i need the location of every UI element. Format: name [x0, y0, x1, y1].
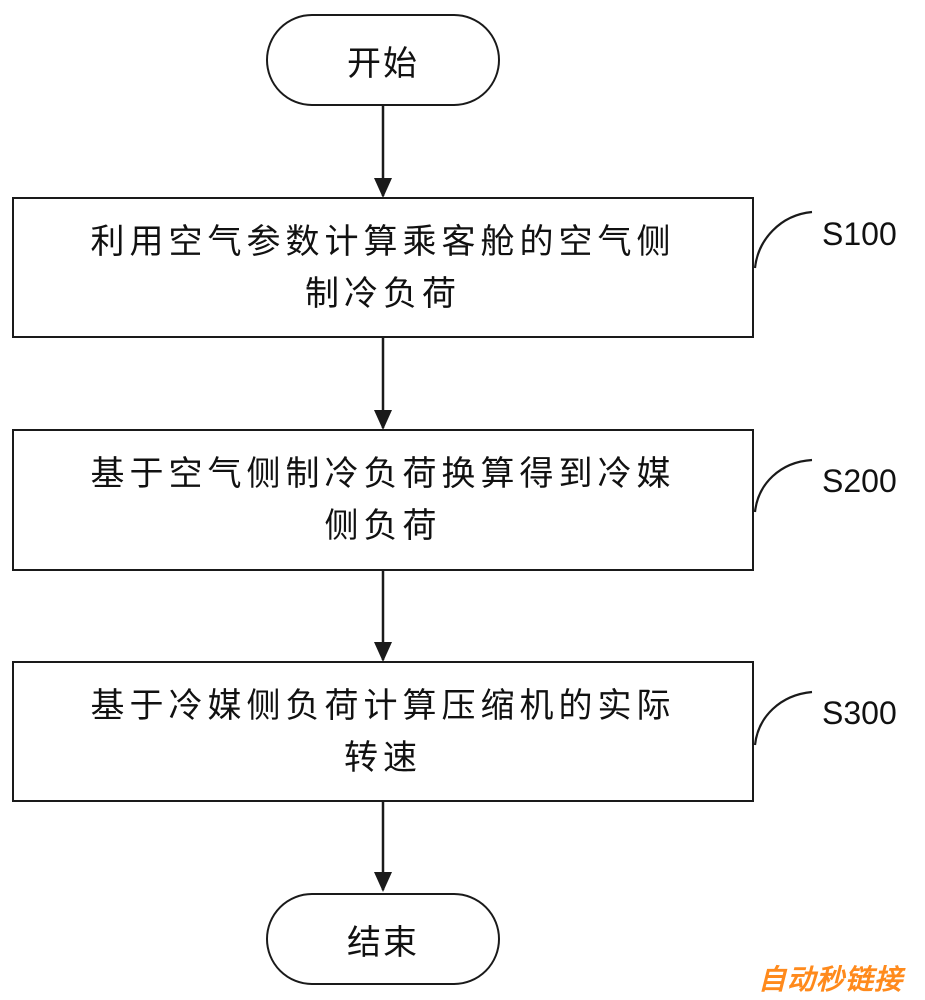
step-box-s200: 基于空气侧制冷负荷换算得到冷媒 侧负荷 [12, 429, 754, 571]
step-s100-text-line2: 制冷负荷 [305, 273, 461, 314]
step-label-s300: S300 [822, 695, 897, 731]
leader-curve-s300 [753, 690, 813, 746]
step-s100-text-line1: 利用空气参数计算乘客舱的空气侧 [90, 221, 676, 262]
end-terminal: 结束 [266, 893, 500, 985]
start-terminal: 开始 [266, 14, 500, 106]
step-label-s100: S100 [822, 216, 897, 252]
step-s200-text-line1: 基于空气侧制冷负荷换算得到冷媒 [90, 454, 676, 494]
arrow-s100-to-s200 [374, 337, 392, 430]
end-label: 结束 [347, 922, 419, 963]
step-s300-text-line1: 基于冷媒侧负荷计算压缩机的实际 [90, 685, 676, 726]
step-box-s300: 基于冷媒侧负荷计算压缩机的实际 转速 [12, 661, 754, 802]
arrow-s200-to-s300 [374, 570, 392, 662]
step-box-s100: 利用空气参数计算乘客舱的空气侧 制冷负荷 [12, 197, 754, 338]
step-s300-text-line2: 转速 [344, 737, 422, 778]
watermark-logo: 自动秒链接 [757, 963, 903, 996]
leader-curve-s200 [753, 458, 813, 513]
step-label-s200: S200 [822, 463, 897, 499]
arrow-s300-to-end [374, 801, 392, 892]
step-s200-text-line2: 侧负荷 [324, 506, 442, 546]
leader-curve-s100 [753, 210, 813, 269]
start-label: 开始 [347, 43, 419, 84]
arrow-start-to-s100 [374, 105, 392, 198]
